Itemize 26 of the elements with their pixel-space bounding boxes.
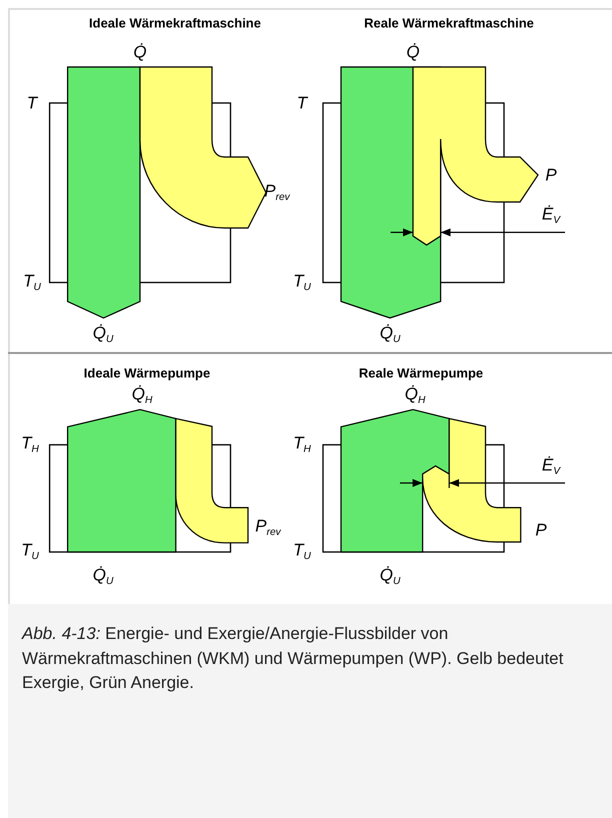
symbol-label: T$_{U}$ [23,272,41,294]
symbol-label: Q̇$_{H}$ [132,386,152,406]
symbol-label: T [26,94,38,112]
symbol-label: Ė$_{V}$ [542,206,560,226]
symbol-label: Q̇$_{U}$ [380,324,400,346]
symbol-label: P [535,522,547,538]
panel-title: Reale Wärmepumpe [358,366,484,380]
symbol-label: T$_{H}$ [21,434,39,456]
symbol-label: Q̇$_{U}$ [380,566,400,588]
symbol-label: T [296,94,308,112]
panel-title: Ideale Wärmepumpe [84,366,210,380]
panel-title: Reale Wärmekraftmaschine [364,16,534,30]
symbol-label: Q̇$_{U}$ [92,324,114,346]
symbol-label: T$_{U}$ [293,272,311,294]
panel-title: Ideale Wärmekraftmaschine [89,16,261,30]
symbol-label: P [545,166,557,184]
symbol-label: Q̇$_{H}$ [404,386,426,406]
symbol-label: Q̇ [406,44,420,60]
symbol-label: P$_{rev}$ [255,518,281,538]
symbol-label: T$_{H}$ [293,434,311,456]
symbol-label: T$_{U}$ [21,542,39,562]
symbol-label: T$_{U}$ [293,542,311,562]
symbol-label: Q̇$_{U}$ [92,566,114,588]
figure-caption: Abb. 4-13: Energie- und Exergie/Anergie-Flussbilder von Wärmekraftmaschinen (WKM) und Wärmepumpen (WP). Gelb bedeutet Exergie, Grün Anergie. [22,623,564,694]
symbol-label: Ė$_{V}$ [542,456,560,478]
symbol-label: Q̇ [133,44,147,60]
